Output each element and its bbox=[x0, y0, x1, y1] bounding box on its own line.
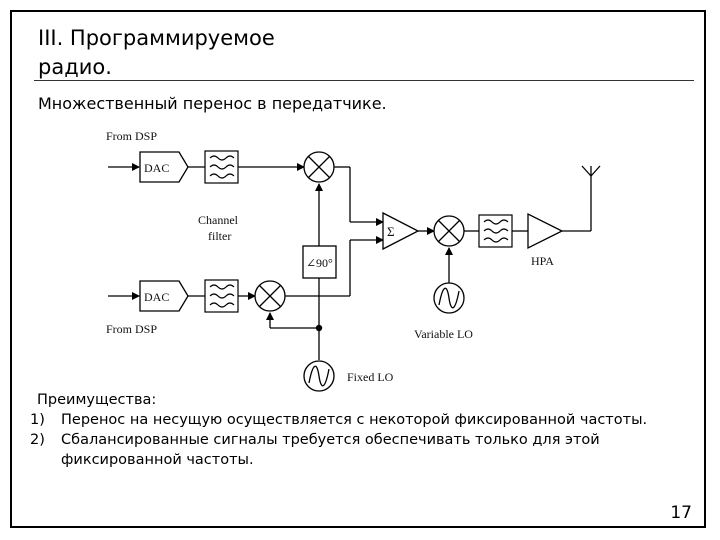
list-item-number: 2) bbox=[30, 432, 45, 448]
slide-title: III. Программируемое радио. bbox=[38, 26, 275, 79]
channel-filter-top bbox=[204, 150, 239, 184]
list-item-number: 1) bbox=[30, 412, 45, 428]
dac-block-bottom bbox=[139, 280, 189, 312]
variable-lo-oscillator bbox=[433, 282, 465, 314]
advantages-heading: Преимущества: bbox=[37, 392, 157, 408]
summer-label: Σ bbox=[387, 224, 395, 239]
list-item-text: Перенос на несущую осуществляется с неко… bbox=[61, 412, 648, 428]
hpa-label: HPA bbox=[531, 254, 554, 268]
mixer-top bbox=[303, 151, 335, 183]
junction-dot bbox=[315, 324, 323, 332]
advantages-list: 1) Перенос на несущую осуществляется с н… bbox=[20, 410, 661, 470]
mixer-output bbox=[433, 215, 465, 247]
from-dsp-top-label: From DSP bbox=[106, 129, 157, 143]
slide-frame bbox=[10, 10, 706, 528]
list-item-text: Сбалансированные сигналы требуется обесп… bbox=[61, 432, 600, 468]
page-number: 17 bbox=[670, 503, 692, 523]
rf-filter bbox=[478, 214, 513, 248]
phase-shifter-label: ∠90° bbox=[306, 256, 333, 270]
fixed-lo-label: Fixed LO bbox=[347, 370, 394, 384]
channel-filter-label-line1: Channel bbox=[198, 213, 239, 227]
phase-shifter-block bbox=[302, 245, 337, 279]
mixer-bottom bbox=[254, 280, 286, 312]
from-dsp-bottom-label: From DSP bbox=[106, 322, 157, 336]
slide-subtitle: Множественный перенос в передатчике. bbox=[38, 94, 387, 113]
list-item: 1) Перенос на несущую осуществляется с н… bbox=[20, 410, 661, 430]
advantages-section: Преимущества: 1) Перенос на несущую осущ… bbox=[20, 390, 661, 470]
variable-lo-label: Variable LO bbox=[414, 327, 473, 341]
list-item: 2) Сбалансированные сигналы требуется об… bbox=[20, 430, 661, 470]
dac-top-label: DAC bbox=[144, 161, 169, 175]
summer-block bbox=[382, 211, 420, 251]
channel-filter-label-line2: filter bbox=[208, 229, 231, 243]
transmitter-block-diagram: From DSP From DSP DAC DAC Channel filter… bbox=[106, 129, 601, 392]
dac-block-top bbox=[139, 151, 189, 183]
dac-bottom-label: DAC bbox=[144, 290, 169, 304]
fixed-lo-oscillator bbox=[303, 360, 335, 392]
hpa-amplifier bbox=[527, 212, 564, 250]
channel-filter-bottom bbox=[204, 279, 239, 313]
title-divider bbox=[34, 80, 694, 81]
